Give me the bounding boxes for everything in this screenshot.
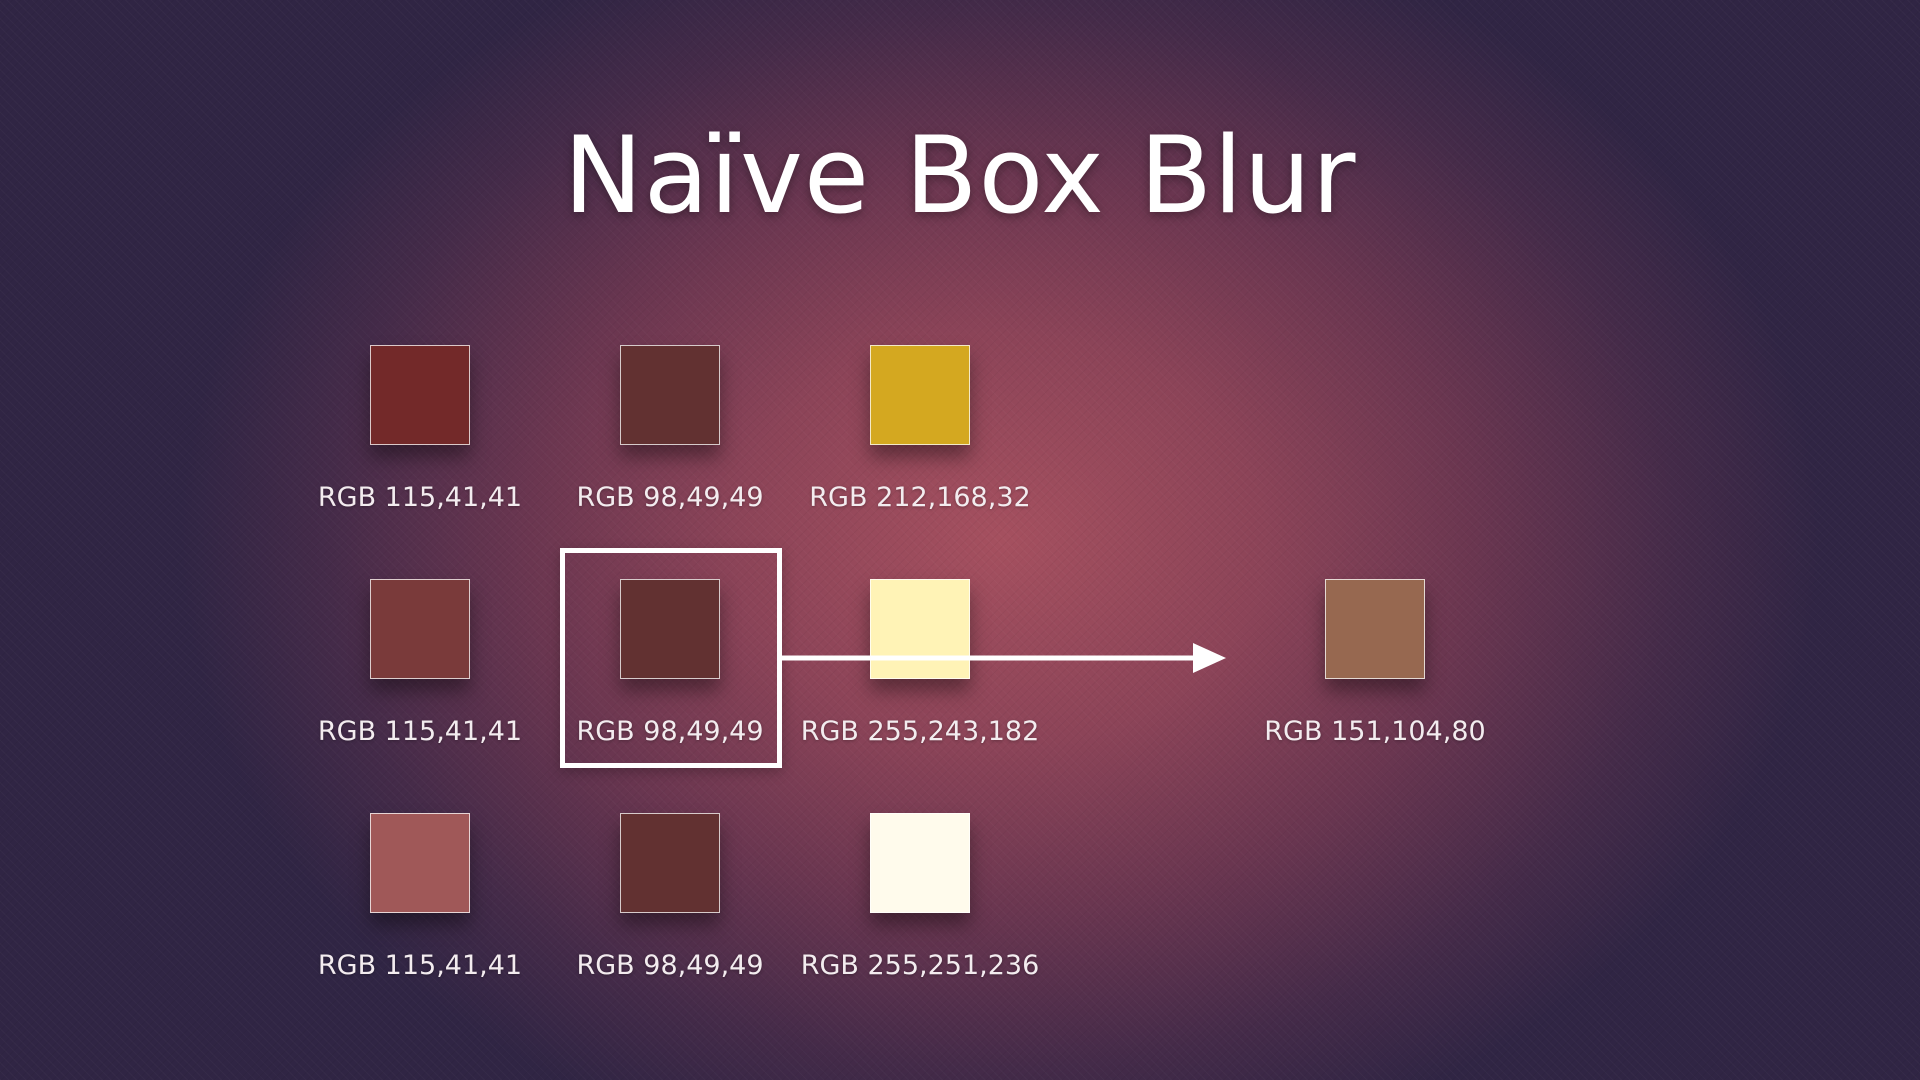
swatch-r3-c1	[370, 813, 470, 913]
swatch-r1-c1	[370, 345, 470, 445]
swatch-label: RGB 115,41,41	[317, 482, 523, 513]
swatch-r1-c2	[620, 345, 720, 445]
swatch-label: RGB 255,243,182	[800, 716, 1040, 747]
swatch-label: RGB 98,49,49	[576, 950, 764, 981]
swatch-label: RGB 115,41,41	[317, 716, 523, 747]
swatch-r2-c1	[370, 579, 470, 679]
swatch-r2-c3	[870, 579, 970, 679]
swatch-label: RGB 115,41,41	[317, 950, 523, 981]
swatch-r3-c3	[870, 813, 970, 913]
swatch-r3-c2	[620, 813, 720, 913]
kernel-selection-box	[560, 548, 782, 768]
slide-title: Naïve Box Blur	[563, 114, 1357, 237]
swatch-label: RGB 98,49,49	[576, 716, 764, 747]
result-label: RGB 151,104,80	[1264, 716, 1486, 747]
swatch-r2-c2	[620, 579, 720, 679]
swatch-label: RGB 212,168,32	[809, 482, 1031, 513]
result-swatch	[1325, 579, 1425, 679]
swatch-label: RGB 98,49,49	[576, 482, 764, 513]
swatch-r1-c3	[870, 345, 970, 445]
swatch-label: RGB 255,251,236	[800, 950, 1040, 981]
